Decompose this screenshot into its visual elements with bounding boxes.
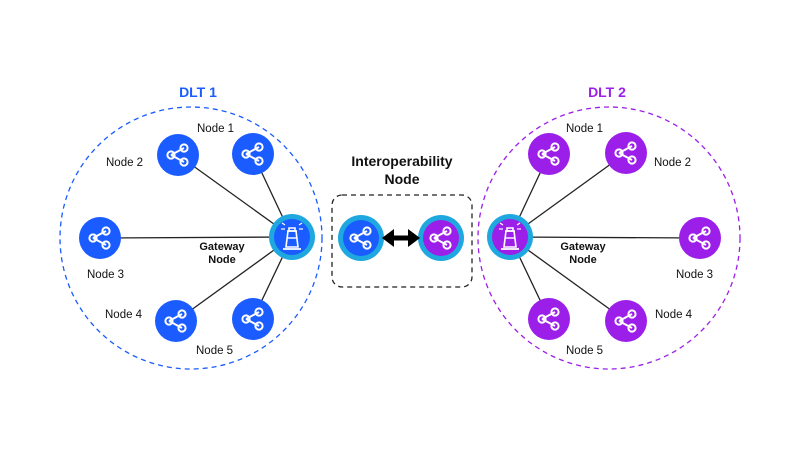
interop-node-group: Interoperability Node — [331, 153, 473, 288]
dlt1-boundary — [59, 106, 323, 370]
dlt2-boundary — [477, 106, 741, 370]
dlt1-gateway-node[interactable] — [269, 214, 315, 260]
dlt1-node-4-label: Node 4 — [105, 309, 143, 321]
dlt1-gateway-label-line1: Gateway — [199, 241, 245, 253]
interop-boundary — [331, 194, 473, 288]
dlt2-gateway-node[interactable] — [487, 214, 533, 260]
dlt1-node-4[interactable] — [155, 300, 197, 342]
dlt2-node-3-label: Node 3 — [676, 269, 713, 281]
dlt1-node-5-label: Node 5 — [196, 345, 233, 357]
dlt2-node-4[interactable] — [605, 300, 647, 342]
dlt2-gateway-label-line1: Gateway — [560, 241, 606, 253]
dlt1-node-5[interactable] — [232, 298, 274, 340]
dlt2-node-3[interactable] — [679, 217, 721, 259]
link-node3-gateway — [509, 236, 701, 239]
dlt1-node-3[interactable] — [79, 217, 121, 259]
double-arrow-icon — [382, 229, 420, 247]
dlt2-node-1-label: Node 1 — [566, 123, 603, 135]
link-node4-gateway — [175, 236, 293, 322]
dlt2-gateway-label-line2: Node — [569, 254, 597, 266]
interop-label-line1: Interoperability — [351, 153, 452, 169]
link-node2-gateway — [509, 152, 627, 238]
dlt2-title: DLT 2 — [588, 84, 626, 100]
dlt2-node-4-label: Node 4 — [655, 309, 693, 321]
dlt1-gateway-label-line2: Node — [208, 254, 236, 266]
interop-node-dlt2[interactable] — [418, 215, 464, 261]
link-node3-gateway — [99, 236, 293, 239]
dlt1-title: DLT 1 — [179, 84, 217, 100]
dlt1-node-1-label: Node 1 — [197, 123, 234, 135]
interop-node-dlt1[interactable] — [338, 215, 384, 261]
dlt1-node-2-label: Node 2 — [106, 157, 143, 169]
dlt2-node-5[interactable] — [528, 298, 570, 340]
dlt1-network: DLT 1 — [59, 84, 323, 370]
dlt2-network: DLT 2 — [477, 84, 741, 370]
dlt1-node-3-label: Node 3 — [87, 269, 124, 281]
link-node2-gateway — [177, 154, 293, 238]
dlt2-node-5-label: Node 5 — [566, 345, 603, 357]
dlt1-node-2[interactable] — [157, 134, 199, 176]
interop-label-line2: Node — [385, 171, 420, 187]
link-node4-gateway — [509, 236, 627, 322]
dlt1-node-1[interactable] — [232, 133, 274, 175]
dlt2-node-1[interactable] — [528, 133, 570, 175]
dlt2-node-2[interactable] — [605, 132, 647, 174]
dlt2-node-2-label: Node 2 — [654, 157, 691, 169]
